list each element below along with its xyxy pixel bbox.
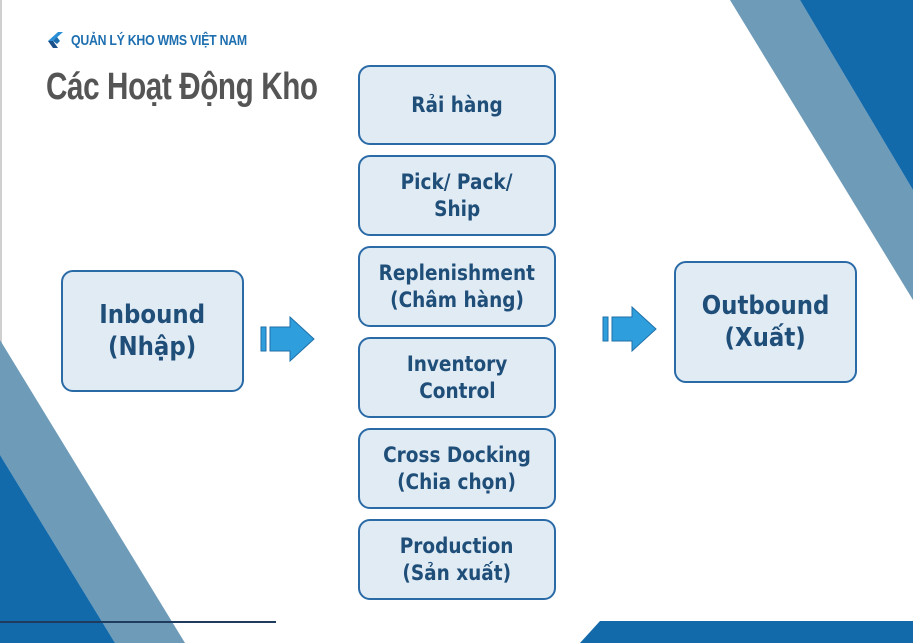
flutter-chevron-logo-icon (48, 32, 63, 48)
activity-sublabel: Ship (433, 196, 481, 221)
inbound-box: Inbound (Nhập) (61, 270, 244, 392)
activity-sublabel: (Châm hàng) (390, 287, 524, 312)
inbound-sublabel: (Nhập) (108, 332, 197, 362)
activity-label: Inventory (406, 352, 508, 377)
deco-band-bottom-right (580, 621, 913, 643)
activity-label: Rải hàng (411, 92, 503, 117)
activity-label: Cross Docking (383, 443, 531, 468)
activity-box-replenishment: Replenishment (Châm hàng) (358, 246, 556, 327)
activity-label: Pick/ Pack/ (401, 170, 513, 195)
outbound-sublabel: (Xuất) (724, 323, 807, 353)
deco-triangle-dark-bottom-left (0, 455, 115, 643)
deco-triangle-dark-top-right (800, 0, 913, 190)
page-title: Các Hoạt Động Kho (46, 66, 318, 108)
right-block-arrow-icon (602, 306, 657, 352)
deco-stripe-light-top-right (730, 0, 913, 300)
brand-name: QUẢN LÝ KHO WMS VIỆT NAM (71, 31, 247, 49)
right-block-arrow-icon (260, 316, 315, 362)
activity-box-rai-hang: Rải hàng (358, 65, 556, 145)
activity-label: Replenishment (378, 261, 536, 286)
activity-box-inventory-control: Inventory Control (358, 337, 556, 418)
footer-divider-line (0, 621, 276, 623)
outbound-label: Outbound (701, 290, 830, 321)
deco-stripe-light-bottom-left (0, 340, 185, 643)
brand-header: QUẢN LÝ KHO WMS VIỆT NAM (46, 31, 285, 49)
activity-box-pick-pack-ship: Pick/ Pack/ Ship (358, 155, 556, 236)
activity-box-production: Production (Sản xuất) (358, 519, 556, 600)
activity-sublabel: (Chia chọn) (397, 469, 517, 494)
activity-label: Production (400, 534, 514, 559)
activity-sublabel: Control (418, 378, 496, 403)
activity-sublabel: (Sản xuất) (402, 560, 512, 585)
activity-box-cross-docking: Cross Docking (Chia chọn) (358, 428, 556, 509)
outbound-box: Outbound (Xuất) (674, 261, 857, 383)
inbound-label: Inbound (99, 299, 206, 330)
slide-left-edge (0, 0, 2, 643)
